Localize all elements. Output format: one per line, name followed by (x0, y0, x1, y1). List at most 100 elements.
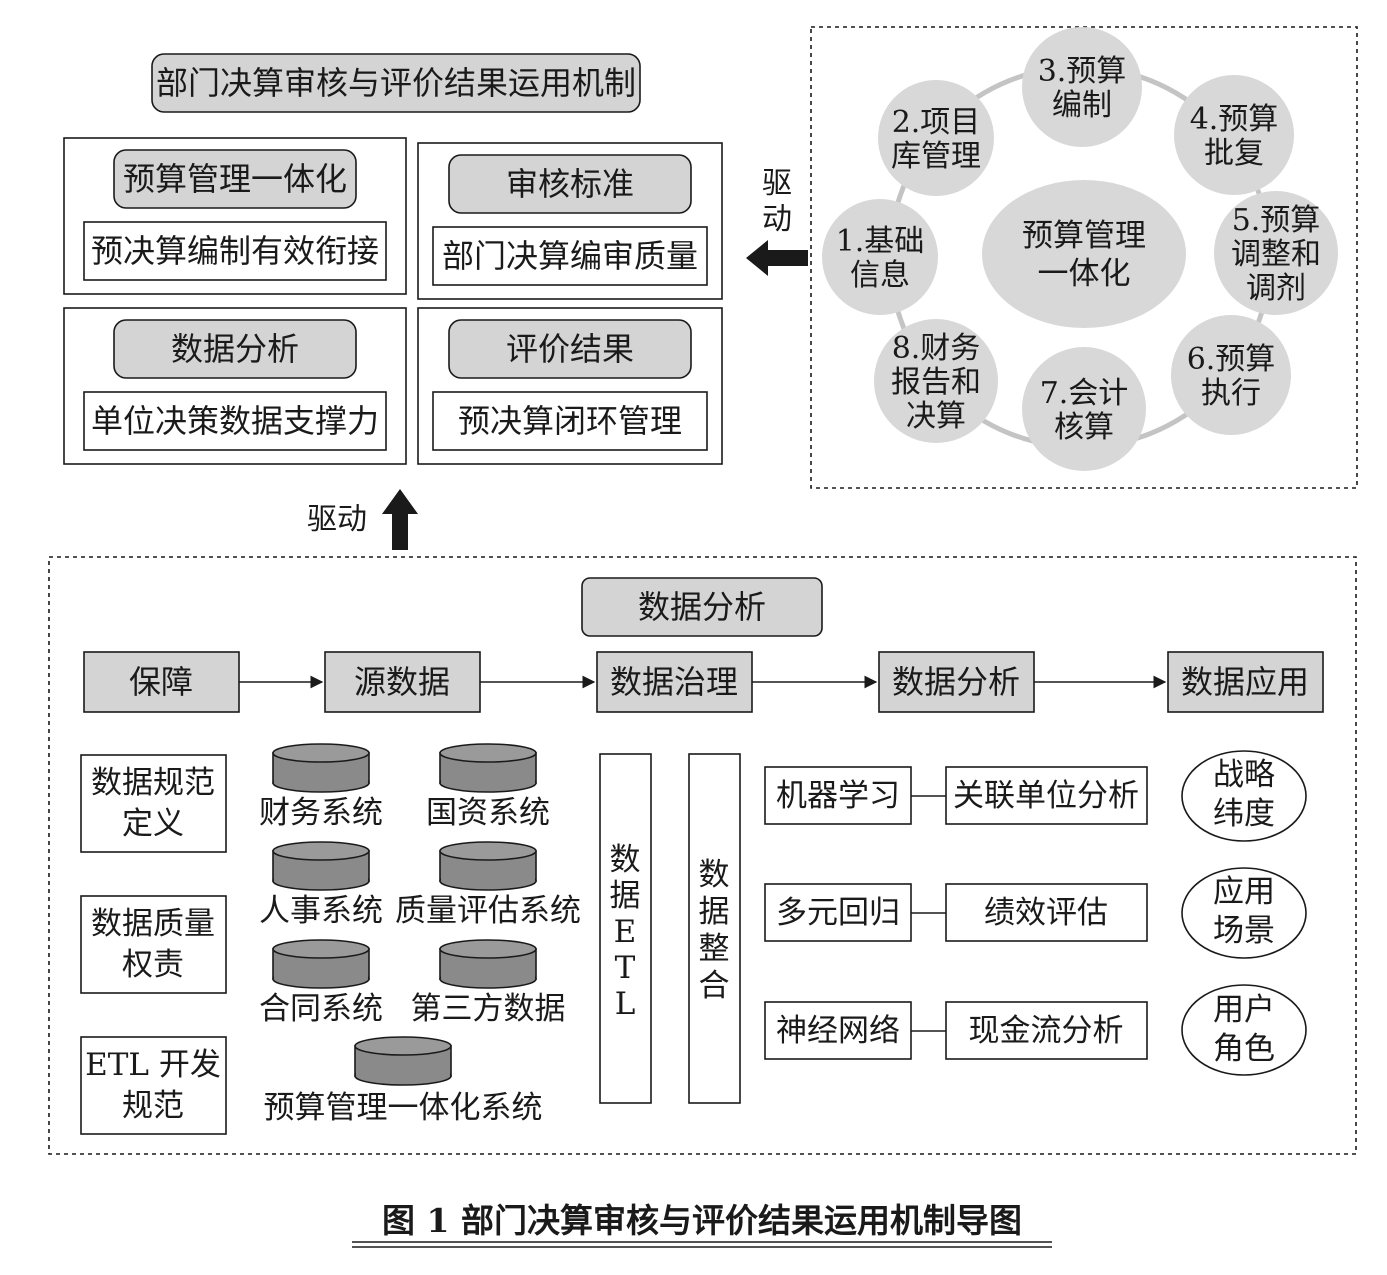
application-label: 战略 (1213, 757, 1275, 793)
cycle-node-label: 批复 (1204, 136, 1264, 171)
cycle-node-label: 7.会计 (1040, 376, 1129, 411)
database-icon (439, 743, 537, 793)
guarantee-label: 定义 (122, 806, 184, 842)
flow-step-label: 数据分析 (892, 663, 1020, 701)
cycle-node-label: 3.预算 (1038, 54, 1127, 89)
bottom-title-box (581, 577, 823, 637)
guarantee-label: 规范 (122, 1088, 184, 1124)
database-icon (354, 1036, 452, 1086)
cycle-node-bubble (874, 319, 998, 443)
cycle-node-bubble (1214, 191, 1338, 315)
cell-head: 数据分析 (171, 330, 299, 368)
application-ellipse (1181, 984, 1307, 1076)
cell-sub-box (83, 221, 387, 281)
cell-sub-box (83, 391, 387, 451)
result-box (945, 883, 1148, 942)
guarantee-label: ETL 开发 (85, 1047, 221, 1083)
cell-head: 预算管理一体化 (123, 160, 347, 198)
cell-sub-box (432, 226, 708, 286)
drive-label: 驱动 (307, 502, 367, 537)
cell-sub-box (432, 391, 708, 451)
governance-char: 合 (699, 968, 730, 1004)
drive-left-arrow (746, 240, 808, 276)
cycle-node-label: 5.预算 (1232, 203, 1321, 238)
flow-step-label: 数据应用 (1181, 663, 1309, 701)
guarantee-box (80, 895, 227, 994)
flow-step (596, 651, 753, 713)
cycle-node-label: 决算 (906, 399, 966, 434)
method-label: 机器学习 (776, 778, 900, 814)
arrow-left-icon (746, 240, 808, 276)
top-title-box (151, 53, 641, 113)
flow-step (324, 651, 481, 713)
cell-head: 评价结果 (506, 330, 634, 368)
database-icon (272, 841, 370, 891)
cell-sub: 单位决策数据支撑力 (91, 402, 379, 440)
cell-sub: 预决算闭环管理 (458, 402, 682, 440)
cell-head: 审核标准 (506, 165, 634, 203)
guarantee-label: 权责 (122, 947, 184, 983)
method-box (764, 1001, 912, 1060)
cycle-center-line: 一体化 (1038, 256, 1131, 292)
result-label: 关联单位分析 (953, 778, 1139, 814)
governance-char: L (615, 986, 636, 1022)
guarantee-label: 数据质量 (91, 906, 215, 942)
application-ellipse (1181, 750, 1307, 842)
governance-char: 据 (699, 894, 730, 930)
guarantee-box (80, 1036, 227, 1135)
result-label: 绩效评估 (984, 895, 1108, 931)
method-label: 多元回归 (776, 895, 900, 931)
source-system-label: 财务系统 (259, 795, 383, 831)
cycle-node-label: 1.基础 (836, 224, 925, 259)
drive-up-arrow (382, 489, 418, 550)
figure-caption: 图 1 部门决算审核与评价结果运用机制导图 (382, 1201, 1022, 1240)
database-icon (272, 939, 370, 989)
governance-char: 数 (699, 857, 730, 893)
source-system-label: 人事系统 (259, 893, 383, 929)
governance-char: E (614, 914, 637, 950)
result-box (945, 1001, 1148, 1060)
flow-step-label: 源数据 (354, 663, 450, 701)
method-box (764, 766, 912, 825)
cycle-node-bubble (1022, 27, 1142, 147)
source-system-label: 合同系统 (259, 991, 383, 1027)
result-label: 现金流分析 (969, 1013, 1124, 1049)
governance-char: 据 (610, 878, 641, 914)
cell-head-box (113, 319, 357, 379)
top-title: 部门决算审核与评价结果运用机制 (156, 64, 636, 102)
cycle-node-label: 信息 (850, 258, 910, 293)
database-icon (439, 939, 537, 989)
database-icon (439, 841, 537, 891)
cycle-node-label: 调剂 (1246, 271, 1306, 306)
method-label: 神经网络 (776, 1013, 900, 1049)
cycle-center-bubble (982, 180, 1186, 328)
source-system-label: 国资系统 (426, 795, 550, 831)
application-label: 场景 (1213, 913, 1275, 949)
application-label: 应用 (1213, 874, 1275, 910)
governance-char: 整 (699, 931, 730, 967)
source-system-label: 预算管理一体化系统 (264, 1090, 543, 1126)
cycle-node-bubble (822, 199, 938, 315)
result-box (945, 766, 1148, 825)
cycle-node-label: 核算 (1054, 410, 1114, 445)
governance-char: 数 (610, 842, 641, 878)
drive-label: 驱 (762, 166, 792, 201)
cycle-node-label: 4.预算 (1190, 102, 1279, 137)
governance-char: T (615, 950, 636, 986)
cycle-node-label: 报告和 (891, 365, 981, 400)
cell-sub: 部门决算编审质量 (442, 237, 698, 275)
cycle-node-bubble (878, 80, 994, 196)
cycle-node-label: 6.预算 (1187, 342, 1276, 377)
cell-head-box (448, 319, 692, 379)
method-box (764, 883, 912, 942)
database-icon (272, 743, 370, 793)
source-system-label: 第三方数据 (411, 991, 566, 1027)
cycle-node-label: 2.项目 (892, 105, 981, 140)
cycle-node-label: 8.财务 (892, 331, 981, 366)
cycle-node-label: 执行 (1201, 376, 1261, 411)
source-system-label: 质量评估系统 (395, 893, 581, 929)
